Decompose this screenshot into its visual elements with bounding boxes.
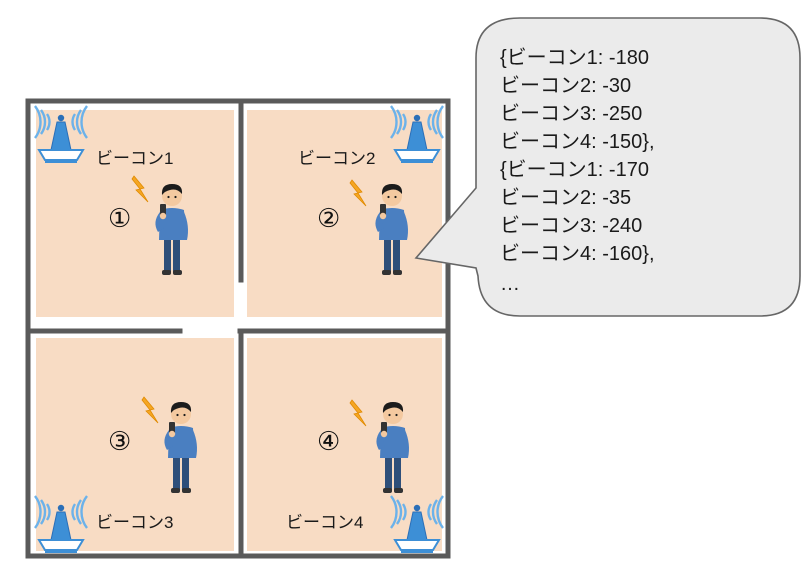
bubble-text: {ビーコン1: -180 ビーコン2: -30 ビーコン3: -250 ビーコン… xyxy=(500,46,655,295)
bubble-line: ビーコン4: -160}, xyxy=(500,242,655,265)
speech-bubble xyxy=(414,17,801,317)
bubble-line: ビーコン2: -30 xyxy=(500,74,631,97)
room-1-number: ① xyxy=(108,204,131,234)
room-4-floor xyxy=(247,338,442,551)
beacon-3-label: ビーコン3 xyxy=(96,513,173,532)
beacon-2-label: ビーコン2 xyxy=(298,149,375,168)
walls xyxy=(25,98,451,559)
room-3-number: ③ xyxy=(108,427,131,457)
bubble-line: {ビーコン1: -180 xyxy=(500,46,649,69)
bubble-line: {ビーコン1: -170 xyxy=(500,158,649,181)
bubble-line: ビーコン3: -250 xyxy=(500,102,642,125)
bubble-line: ビーコン3: -240 xyxy=(500,214,642,237)
room-4-number: ④ xyxy=(317,427,340,457)
beacon-4-label: ビーコン4 xyxy=(286,513,363,532)
beacon-1-label: ビーコン1 xyxy=(96,149,173,168)
bubble-line: ビーコン2: -35 xyxy=(500,186,631,209)
room-2-number: ② xyxy=(317,204,340,234)
room-3-floor xyxy=(36,338,234,551)
bubble-line: … xyxy=(500,273,520,295)
bubble-line: ビーコン4: -150}, xyxy=(500,130,655,153)
